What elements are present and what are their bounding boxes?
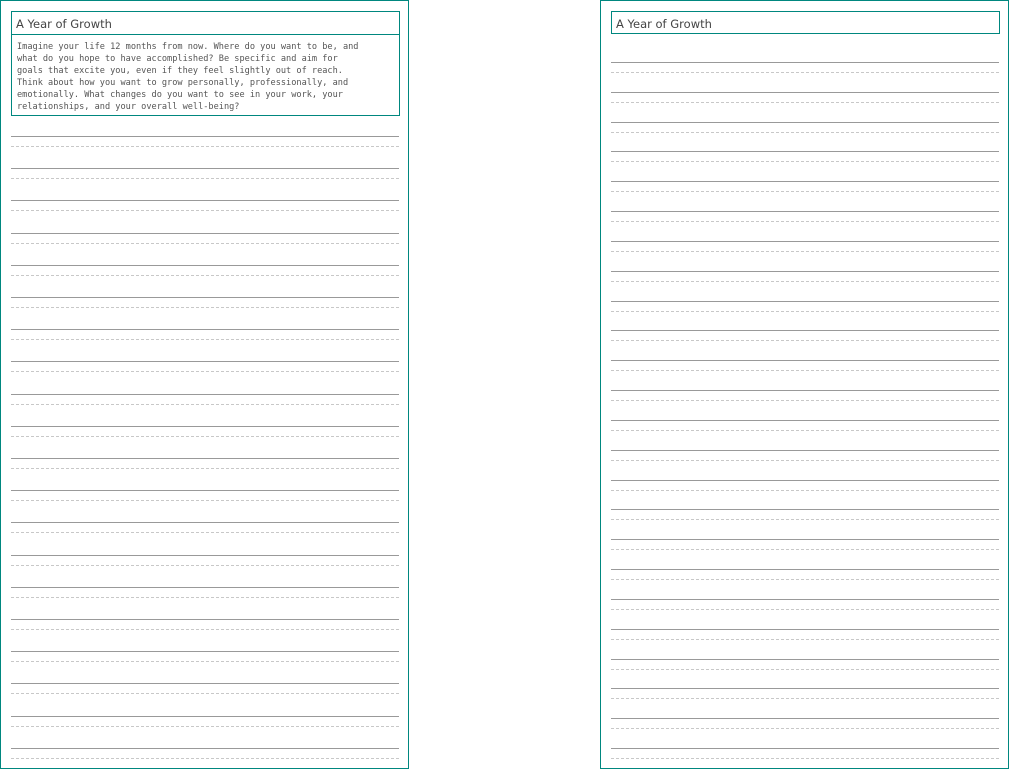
guide-line — [611, 101, 999, 103]
guide-line — [611, 519, 999, 521]
writing-line — [11, 168, 399, 170]
guide-line — [11, 146, 399, 147]
writing-line — [611, 509, 999, 511]
guide-line — [611, 250, 999, 252]
guide-line — [611, 638, 999, 640]
page-title: A Year of Growth — [12, 12, 399, 35]
writing-line — [11, 619, 399, 620]
writing-line — [11, 586, 399, 588]
guide-line — [11, 242, 399, 244]
guide-line — [11, 210, 399, 212]
writing-line — [11, 651, 399, 653]
writing-line — [611, 688, 999, 690]
writing-line — [611, 330, 999, 332]
writing-line — [611, 181, 999, 183]
writing-line — [11, 264, 399, 266]
guide-line — [11, 596, 399, 598]
guide-line — [611, 758, 999, 760]
writing-line — [611, 270, 999, 272]
writing-line — [611, 91, 999, 93]
writing-line — [611, 449, 999, 451]
writing-line — [611, 569, 999, 571]
guide-line — [611, 459, 999, 461]
writing-line — [11, 425, 399, 427]
guide-line — [11, 725, 399, 727]
guide-line — [611, 698, 999, 700]
title-box: A Year of Growth — [611, 11, 1000, 34]
writing-line — [611, 628, 999, 630]
guide-line — [611, 191, 999, 193]
guide-line — [11, 629, 399, 630]
guide-line — [11, 564, 399, 566]
guide-line — [611, 340, 999, 342]
guide-line — [11, 178, 399, 180]
guide-line — [11, 435, 399, 437]
writing-line — [611, 62, 999, 63]
guide-line — [11, 403, 399, 405]
writing-line — [11, 297, 399, 298]
guide-line — [11, 693, 399, 695]
prompt-box: A Year of Growth Imagine your life 12 mo… — [11, 11, 400, 116]
guide-line — [611, 310, 999, 312]
guide-line — [611, 72, 999, 73]
guide-line — [11, 371, 399, 373]
guide-line — [611, 579, 999, 581]
writing-line — [611, 479, 999, 481]
guide-line — [611, 429, 999, 431]
writing-line — [11, 683, 399, 685]
guide-line — [611, 549, 999, 551]
guide-line — [611, 161, 999, 163]
writing-line — [11, 232, 399, 234]
page-title: A Year of Growth — [616, 17, 712, 31]
guide-line — [11, 274, 399, 276]
writing-line — [611, 390, 999, 392]
guide-line — [11, 500, 399, 502]
writing-line — [11, 554, 399, 556]
journal-page-right: A Year of Growth — [600, 0, 1009, 769]
writing-line — [11, 490, 399, 492]
writing-line — [11, 747, 399, 749]
writing-prompt: Imagine your life 12 months from now. Wh… — [17, 42, 359, 112]
writing-line — [611, 539, 999, 541]
writing-line — [611, 718, 999, 720]
writing-line — [611, 300, 999, 302]
guide-line — [11, 532, 399, 534]
guide-line — [611, 280, 999, 282]
writing-line — [611, 211, 999, 213]
writing-line — [11, 136, 399, 137]
writing-line — [611, 658, 999, 660]
writing-line — [11, 329, 399, 331]
guide-line — [11, 757, 399, 759]
guide-line — [11, 661, 399, 663]
guide-line — [11, 307, 399, 308]
guide-line — [11, 339, 399, 341]
writing-line — [11, 458, 399, 459]
writing-line — [11, 715, 399, 717]
writing-line — [11, 393, 399, 395]
guide-line — [11, 468, 399, 469]
guide-line — [611, 221, 999, 223]
guide-line — [611, 370, 999, 372]
writing-line — [611, 240, 999, 242]
writing-line — [611, 151, 999, 153]
writing-line — [611, 121, 999, 123]
guide-line — [611, 489, 999, 491]
writing-line — [11, 522, 399, 524]
writing-line — [11, 200, 399, 202]
guide-line — [611, 400, 999, 402]
writing-line — [611, 598, 999, 600]
guide-line — [611, 608, 999, 610]
guide-line — [611, 131, 999, 133]
writing-line — [611, 748, 999, 750]
journal-page-left: A Year of Growth Imagine your life 12 mo… — [0, 0, 409, 769]
guide-line — [611, 668, 999, 670]
guide-line — [611, 728, 999, 730]
writing-line — [11, 361, 399, 363]
writing-line — [611, 419, 999, 421]
writing-line — [611, 360, 999, 362]
